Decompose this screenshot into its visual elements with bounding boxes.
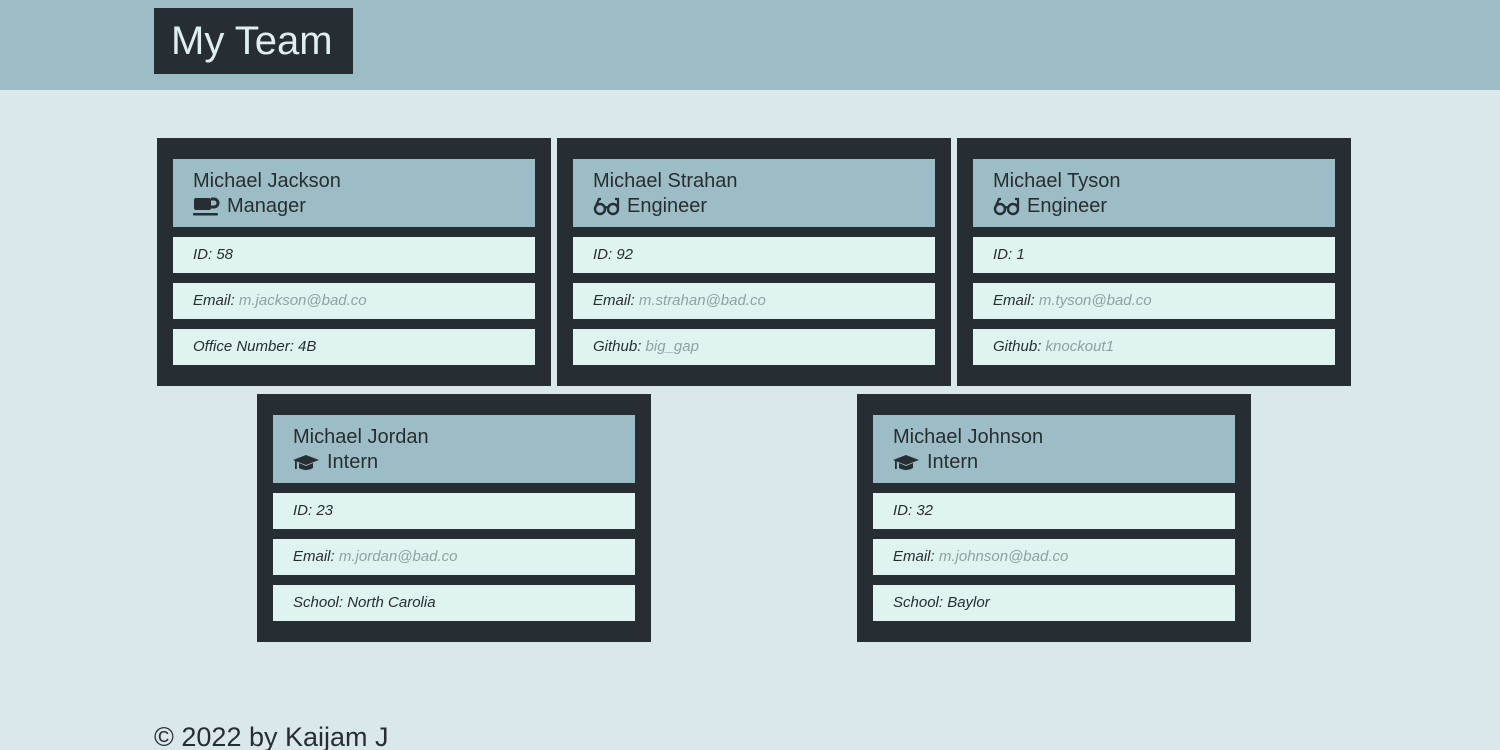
graduation-cap-icon xyxy=(893,452,921,472)
page-header: My Team xyxy=(0,0,1500,90)
github-link[interactable]: big_gap xyxy=(645,338,699,355)
employee-card: Michael Johnson Intern ID: 32 Email: m.j… xyxy=(857,394,1251,642)
email-row: Email: m.jackson@bad.co xyxy=(173,283,535,319)
glasses-icon xyxy=(593,196,621,216)
graduation-cap-icon xyxy=(293,452,321,472)
email-row: Email: m.jordan@bad.co xyxy=(273,539,635,575)
employee-name: Michael Johnson xyxy=(893,426,1044,448)
employee-card: Michael Strahan Engineer ID: 92 Email: m… xyxy=(557,138,951,386)
email-label: Email: xyxy=(893,548,935,565)
email-link[interactable]: m.strahan@bad.co xyxy=(638,292,766,309)
employee-role: Manager xyxy=(193,193,515,219)
role-label: Engineer xyxy=(627,195,708,217)
role-label: Intern xyxy=(327,451,379,473)
coffee-mug-icon xyxy=(193,196,221,216)
email-label: Email: xyxy=(593,292,635,309)
id-row: ID: 1 xyxy=(973,237,1335,273)
school-row: School: Baylor xyxy=(873,585,1235,621)
employee-role: Engineer xyxy=(993,193,1315,219)
card-header: Michael Strahan Engineer xyxy=(573,159,935,227)
id-row: ID: 92 xyxy=(573,237,935,273)
email-link[interactable]: m.jackson@bad.co xyxy=(238,292,367,309)
email-link[interactable]: m.johnson@bad.co xyxy=(938,548,1069,565)
email-label: Email: xyxy=(293,548,335,565)
github-link[interactable]: knockout1 xyxy=(1045,338,1114,355)
employee-card: Michael Jackson Manager ID: 58 Email: m.… xyxy=(157,138,551,386)
employee-name: Michael Jackson xyxy=(193,170,341,192)
email-row: Email: m.strahan@bad.co xyxy=(573,283,935,319)
employee-role: Engineer xyxy=(593,193,915,219)
card-header: Michael Jordan Intern xyxy=(273,415,635,483)
page-title: My Team xyxy=(154,8,353,74)
employee-role: Intern xyxy=(893,449,1215,475)
role-label: Engineer xyxy=(1027,195,1108,217)
card-header: Michael Johnson Intern xyxy=(873,415,1235,483)
email-row: Email: m.tyson@bad.co xyxy=(973,283,1335,319)
employee-name: Michael Strahan xyxy=(593,170,738,192)
github-row: Github: big_gap xyxy=(573,329,935,365)
glasses-icon xyxy=(993,196,1021,216)
employee-name: Michael Tyson xyxy=(993,170,1121,192)
employee-card: Michael Tyson Engineer ID: 1 Email: m.ty… xyxy=(957,138,1351,386)
employee-name: Michael Jordan xyxy=(293,426,429,448)
role-label: Intern xyxy=(927,451,979,473)
employee-card: Michael Jordan Intern ID: 23 Email: m.jo… xyxy=(257,394,651,642)
office-number-row: Office Number: 4B xyxy=(173,329,535,365)
role-label: Manager xyxy=(227,195,306,217)
school-row: School: North Carolia xyxy=(273,585,635,621)
email-link[interactable]: m.jordan@bad.co xyxy=(338,548,458,565)
id-row: ID: 23 xyxy=(273,493,635,529)
email-label: Email: xyxy=(193,292,235,309)
employee-role: Intern xyxy=(293,449,615,475)
github-label: Github: xyxy=(593,338,642,355)
card-header: Michael Jackson Manager xyxy=(173,159,535,227)
github-label: Github: xyxy=(993,338,1042,355)
email-label: Email: xyxy=(993,292,1035,309)
email-link[interactable]: m.tyson@bad.co xyxy=(1038,292,1152,309)
footer-copyright: © 2022 by Kaijam J xyxy=(154,722,389,750)
github-row: Github: knockout1 xyxy=(973,329,1335,365)
email-row: Email: m.johnson@bad.co xyxy=(873,539,1235,575)
id-row: ID: 32 xyxy=(873,493,1235,529)
card-header: Michael Tyson Engineer xyxy=(973,159,1335,227)
id-row: ID: 58 xyxy=(173,237,535,273)
